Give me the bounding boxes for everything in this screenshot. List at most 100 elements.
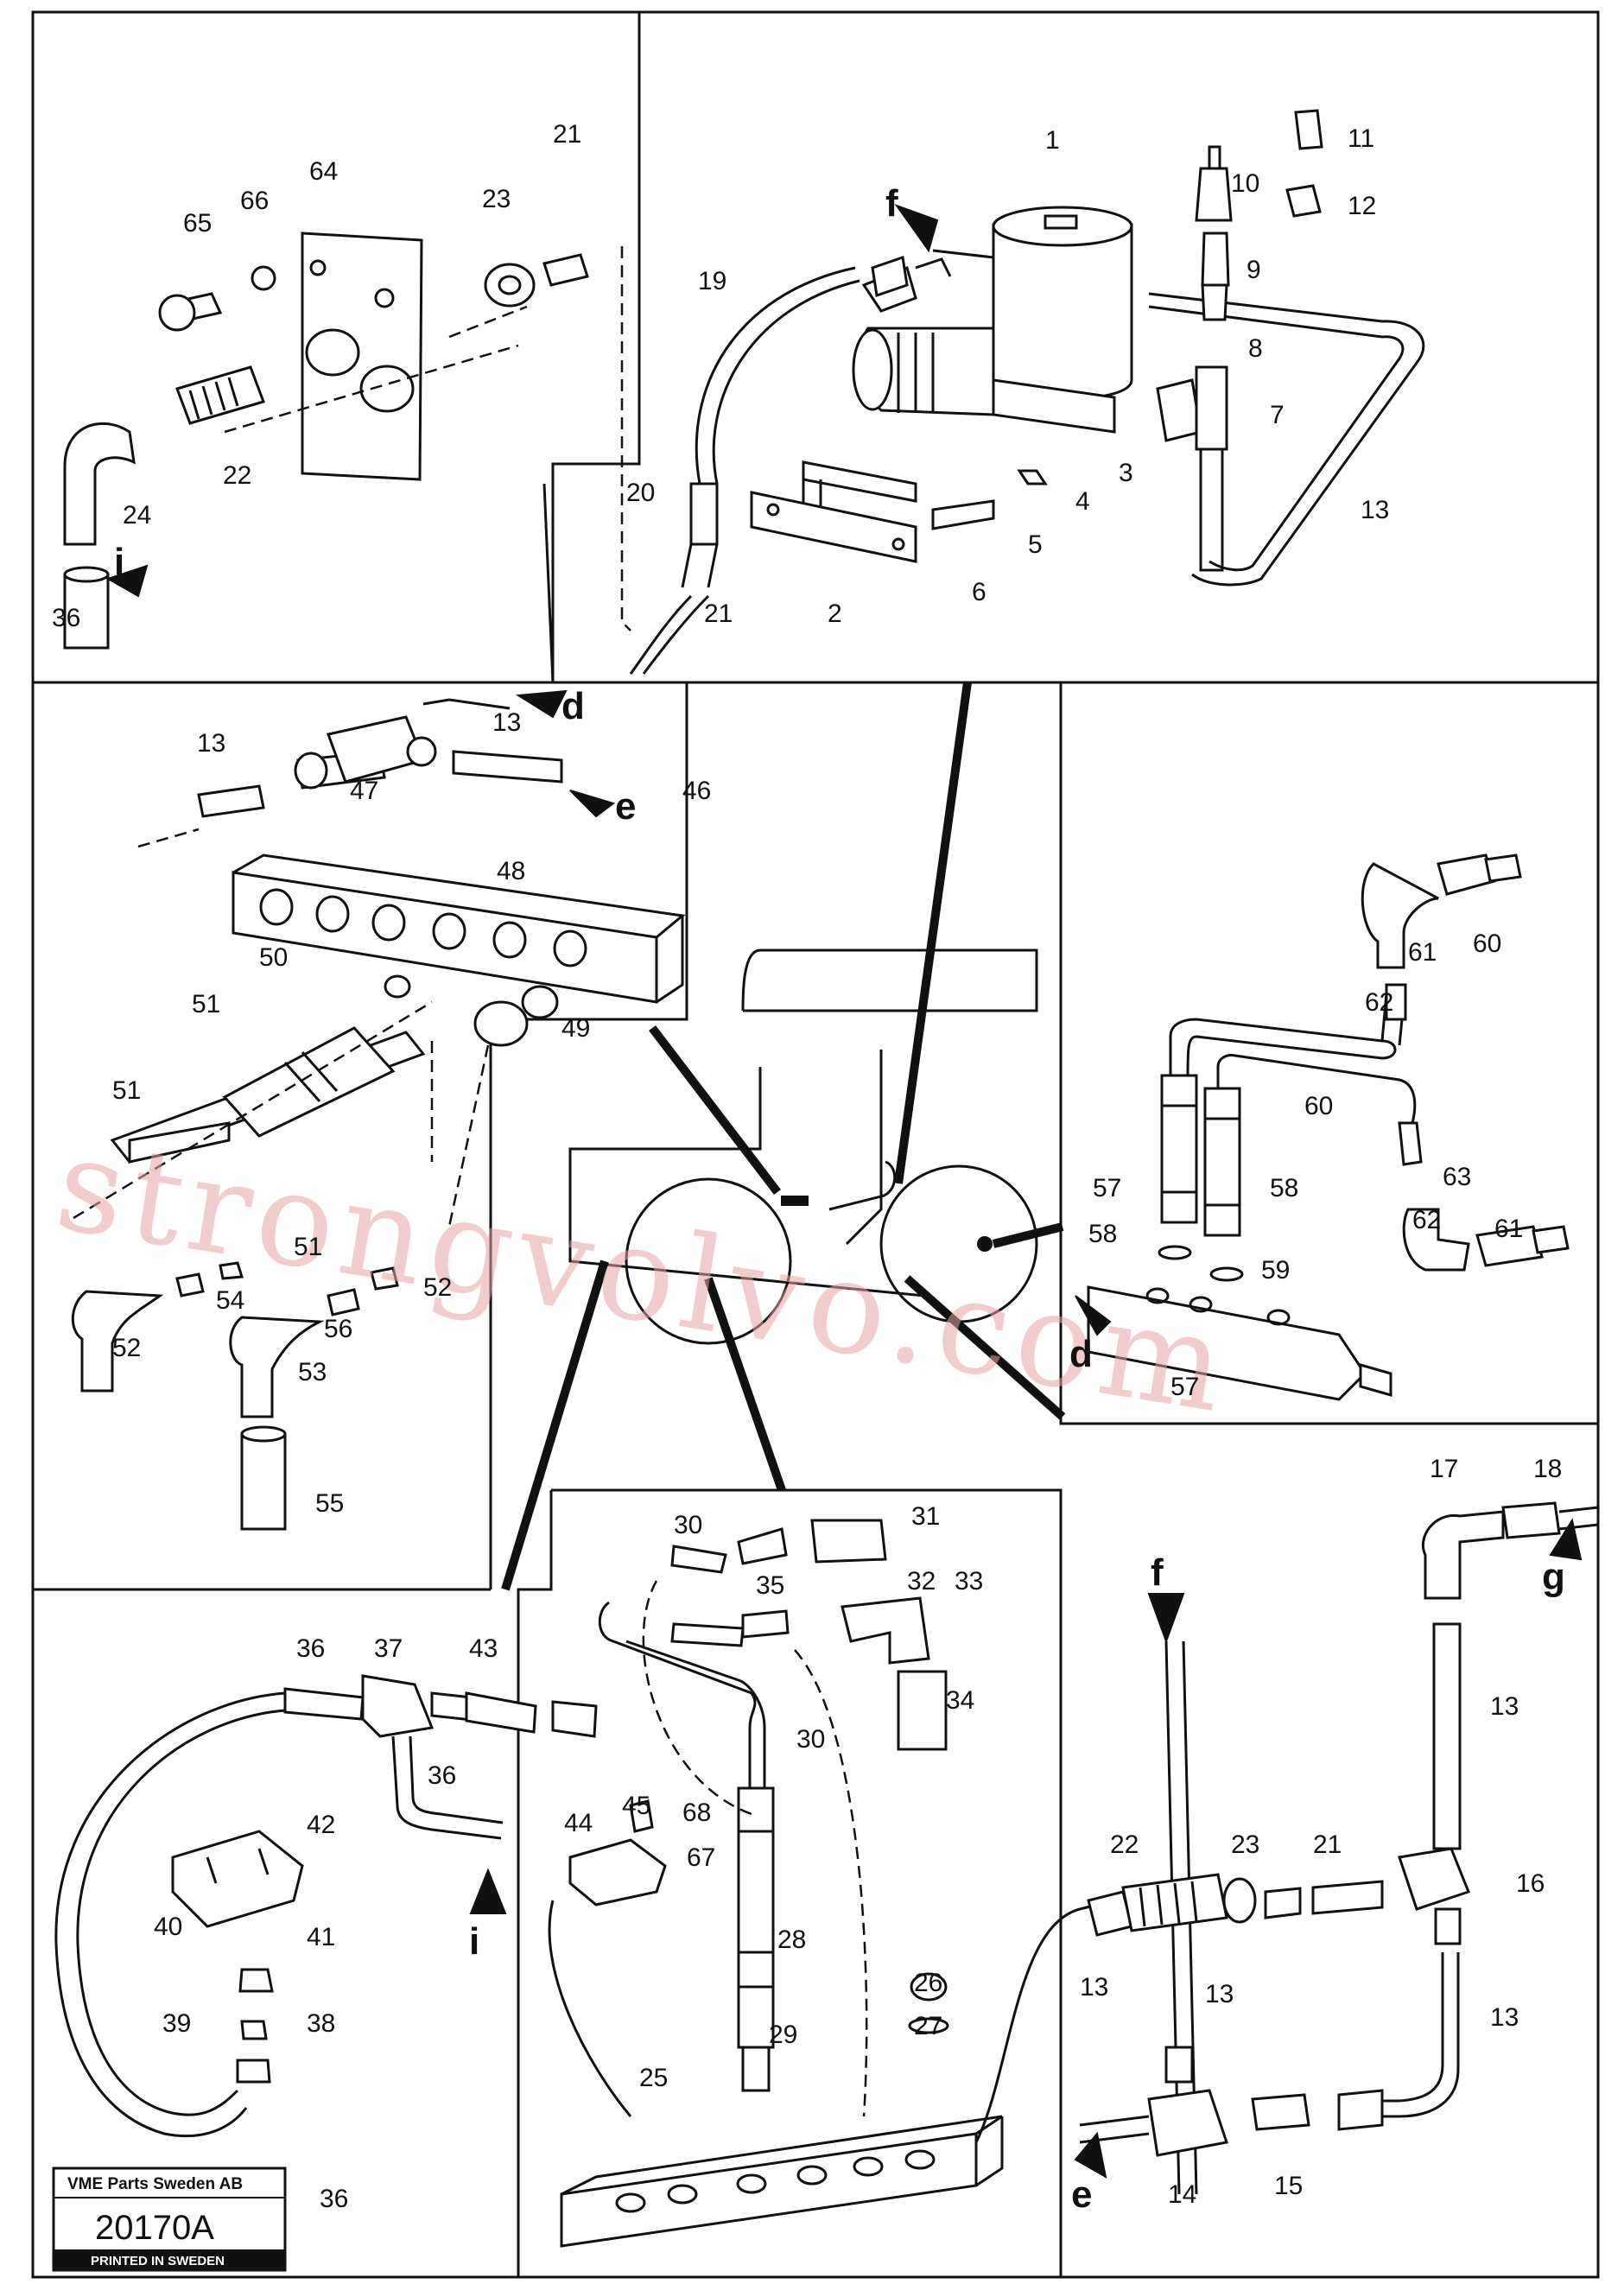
part-label: 6 bbox=[972, 578, 986, 606]
part-label: 13 bbox=[1205, 1980, 1234, 2008]
panel-bottom-left bbox=[54, 1674, 598, 2138]
view-letter: g bbox=[1542, 1556, 1565, 1598]
part-label: 13 bbox=[197, 729, 225, 758]
part-label: 37 bbox=[374, 1634, 403, 1663]
part-label: 27 bbox=[914, 2012, 942, 2040]
part-label: 63 bbox=[1443, 1163, 1471, 1191]
part-label: 25 bbox=[639, 2064, 668, 2092]
part-label: 4 bbox=[1075, 487, 1090, 516]
part-label: 10 bbox=[1231, 169, 1259, 198]
part-label: 8 bbox=[1248, 334, 1263, 363]
part-label: 59 bbox=[1261, 1256, 1290, 1285]
part-label: 40 bbox=[154, 1913, 182, 1941]
part-label: 28 bbox=[777, 1926, 806, 1954]
panel-top-left bbox=[63, 232, 631, 683]
part-labels: 1 2 3 4 5 6 7 8 9 10 11 12 13 13 13 13 1… bbox=[52, 120, 1562, 2213]
part-label: 64 bbox=[309, 157, 338, 186]
part-label: 36 bbox=[296, 1634, 325, 1663]
part-label: 60 bbox=[1473, 929, 1501, 958]
part-label: 12 bbox=[1348, 192, 1376, 220]
view-letter: e bbox=[1071, 2173, 1092, 2216]
part-label: 14 bbox=[1168, 2180, 1196, 2209]
view-letter: e bbox=[615, 785, 636, 828]
panel-top-right bbox=[629, 109, 1425, 675]
part-label: 39 bbox=[162, 2009, 191, 2038]
panel-bottom-middle bbox=[548, 1519, 1098, 2248]
part-label: 13 bbox=[1490, 2003, 1519, 2032]
part-label: 51 bbox=[294, 1233, 322, 1261]
view-letter: d bbox=[561, 685, 585, 727]
part-label: 60 bbox=[1304, 1092, 1333, 1120]
part-label: 21 bbox=[553, 120, 581, 149]
panel-borders bbox=[31, 10, 1600, 2279]
part-label: 21 bbox=[1313, 1830, 1342, 1859]
part-label: 62 bbox=[1412, 1206, 1441, 1234]
part-label: 15 bbox=[1274, 2172, 1303, 2200]
part-label: 54 bbox=[216, 1286, 244, 1315]
part-label: 16 bbox=[1516, 1869, 1545, 1898]
title-block-drawing-number: 20170A bbox=[95, 2209, 214, 2247]
part-label: 45 bbox=[622, 1792, 650, 1820]
part-label: 46 bbox=[682, 777, 711, 805]
title-block-printed: PRINTED IN SWEDEN bbox=[91, 2254, 225, 2268]
part-label: 53 bbox=[298, 1358, 327, 1386]
view-letter: f bbox=[1151, 1551, 1164, 1594]
part-label: 34 bbox=[946, 1686, 974, 1715]
part-label: 1 bbox=[1045, 126, 1060, 155]
panel-mid-right bbox=[1075, 853, 1570, 1401]
part-label: 36 bbox=[52, 604, 80, 632]
part-label: 26 bbox=[914, 1969, 942, 1997]
part-label: 35 bbox=[756, 1571, 784, 1600]
part-label: 41 bbox=[307, 1923, 335, 1951]
part-label: 24 bbox=[123, 501, 151, 530]
part-label: 36 bbox=[428, 1761, 456, 1790]
part-label: 32 bbox=[907, 1567, 936, 1596]
view-letter: d bbox=[1069, 1333, 1093, 1375]
part-label: 17 bbox=[1430, 1455, 1458, 1483]
part-label: 48 bbox=[497, 857, 525, 885]
part-label: 50 bbox=[259, 943, 288, 972]
part-label: 61 bbox=[1494, 1215, 1523, 1243]
part-label: 11 bbox=[1348, 124, 1374, 153]
part-label: 68 bbox=[682, 1799, 711, 1827]
part-label: 52 bbox=[112, 1334, 141, 1362]
part-label: 3 bbox=[1119, 459, 1133, 487]
part-label: 5 bbox=[1028, 530, 1043, 559]
title-block-company: VME Parts Sweden AB bbox=[67, 2175, 243, 2193]
part-label: 42 bbox=[307, 1811, 335, 1839]
part-label: 2 bbox=[828, 600, 842, 628]
part-label: 66 bbox=[240, 187, 269, 215]
part-label: 22 bbox=[1110, 1830, 1139, 1859]
part-label: 47 bbox=[350, 777, 378, 805]
part-label: 20 bbox=[626, 479, 655, 507]
part-label: 30 bbox=[796, 1725, 825, 1754]
part-label: 13 bbox=[492, 708, 521, 737]
part-label: 22 bbox=[223, 461, 251, 490]
part-label: 9 bbox=[1247, 256, 1261, 284]
part-label: 38 bbox=[307, 2009, 335, 2038]
panel-bottom-right bbox=[1074, 1501, 1599, 2195]
part-label: 58 bbox=[1088, 1220, 1117, 1248]
part-label: 65 bbox=[183, 209, 212, 238]
part-label: 61 bbox=[1408, 938, 1437, 967]
part-label: 23 bbox=[482, 185, 511, 213]
view-letter: i bbox=[114, 541, 124, 583]
part-label: 56 bbox=[324, 1315, 352, 1343]
part-label: 62 bbox=[1365, 988, 1393, 1017]
part-label: 18 bbox=[1533, 1455, 1562, 1483]
part-label: 43 bbox=[469, 1634, 498, 1663]
part-label: 23 bbox=[1231, 1830, 1259, 1859]
part-label: 55 bbox=[315, 1489, 344, 1518]
part-label: 31 bbox=[911, 1502, 940, 1531]
panel-mid-left bbox=[71, 689, 686, 1531]
part-label: 21 bbox=[704, 600, 733, 628]
view-letter: f bbox=[885, 182, 898, 225]
part-label: 49 bbox=[561, 1014, 590, 1043]
title-block: VME Parts Sweden AB 20170A PRINTED IN SW… bbox=[52, 2167, 287, 2272]
part-label: 13 bbox=[1080, 1973, 1108, 2002]
part-label: 33 bbox=[955, 1567, 983, 1596]
part-label: 57 bbox=[1170, 1373, 1199, 1401]
part-label: 67 bbox=[687, 1843, 715, 1872]
part-label: 51 bbox=[192, 990, 220, 1018]
